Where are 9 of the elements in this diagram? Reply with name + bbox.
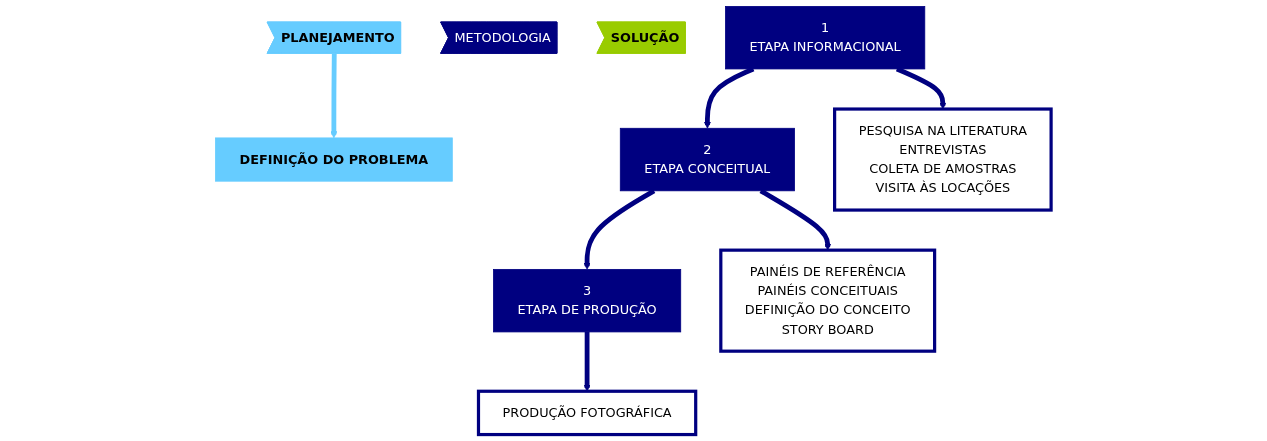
node-box: PESQUISA NA LITERATURA ENTREVISTAS COLETA DE AMOSTRAS VISITA ÀS LOCAÇÕES <box>833 107 1053 212</box>
node-box: 1 ETAPA INFORMACIONAL <box>725 6 926 70</box>
node-box: 3 ETAPA DE PRODUÇÃO <box>493 269 682 333</box>
arrow <box>583 331 591 392</box>
node-box: PRODUÇÃO FOTOGRÁFICA <box>477 389 698 437</box>
node-box: 2 ETAPA CONCEITUAL <box>620 127 796 192</box>
node-box: DEFINIÇÃO DO PROBLEMA <box>215 137 453 182</box>
arrow <box>330 53 338 139</box>
node-box: PAINÉIS DE REFERÊNCIA PAINÉIS CONCEITUAIS DEFINIÇÃO DO CONCEITO STORY BOARD <box>719 248 937 353</box>
